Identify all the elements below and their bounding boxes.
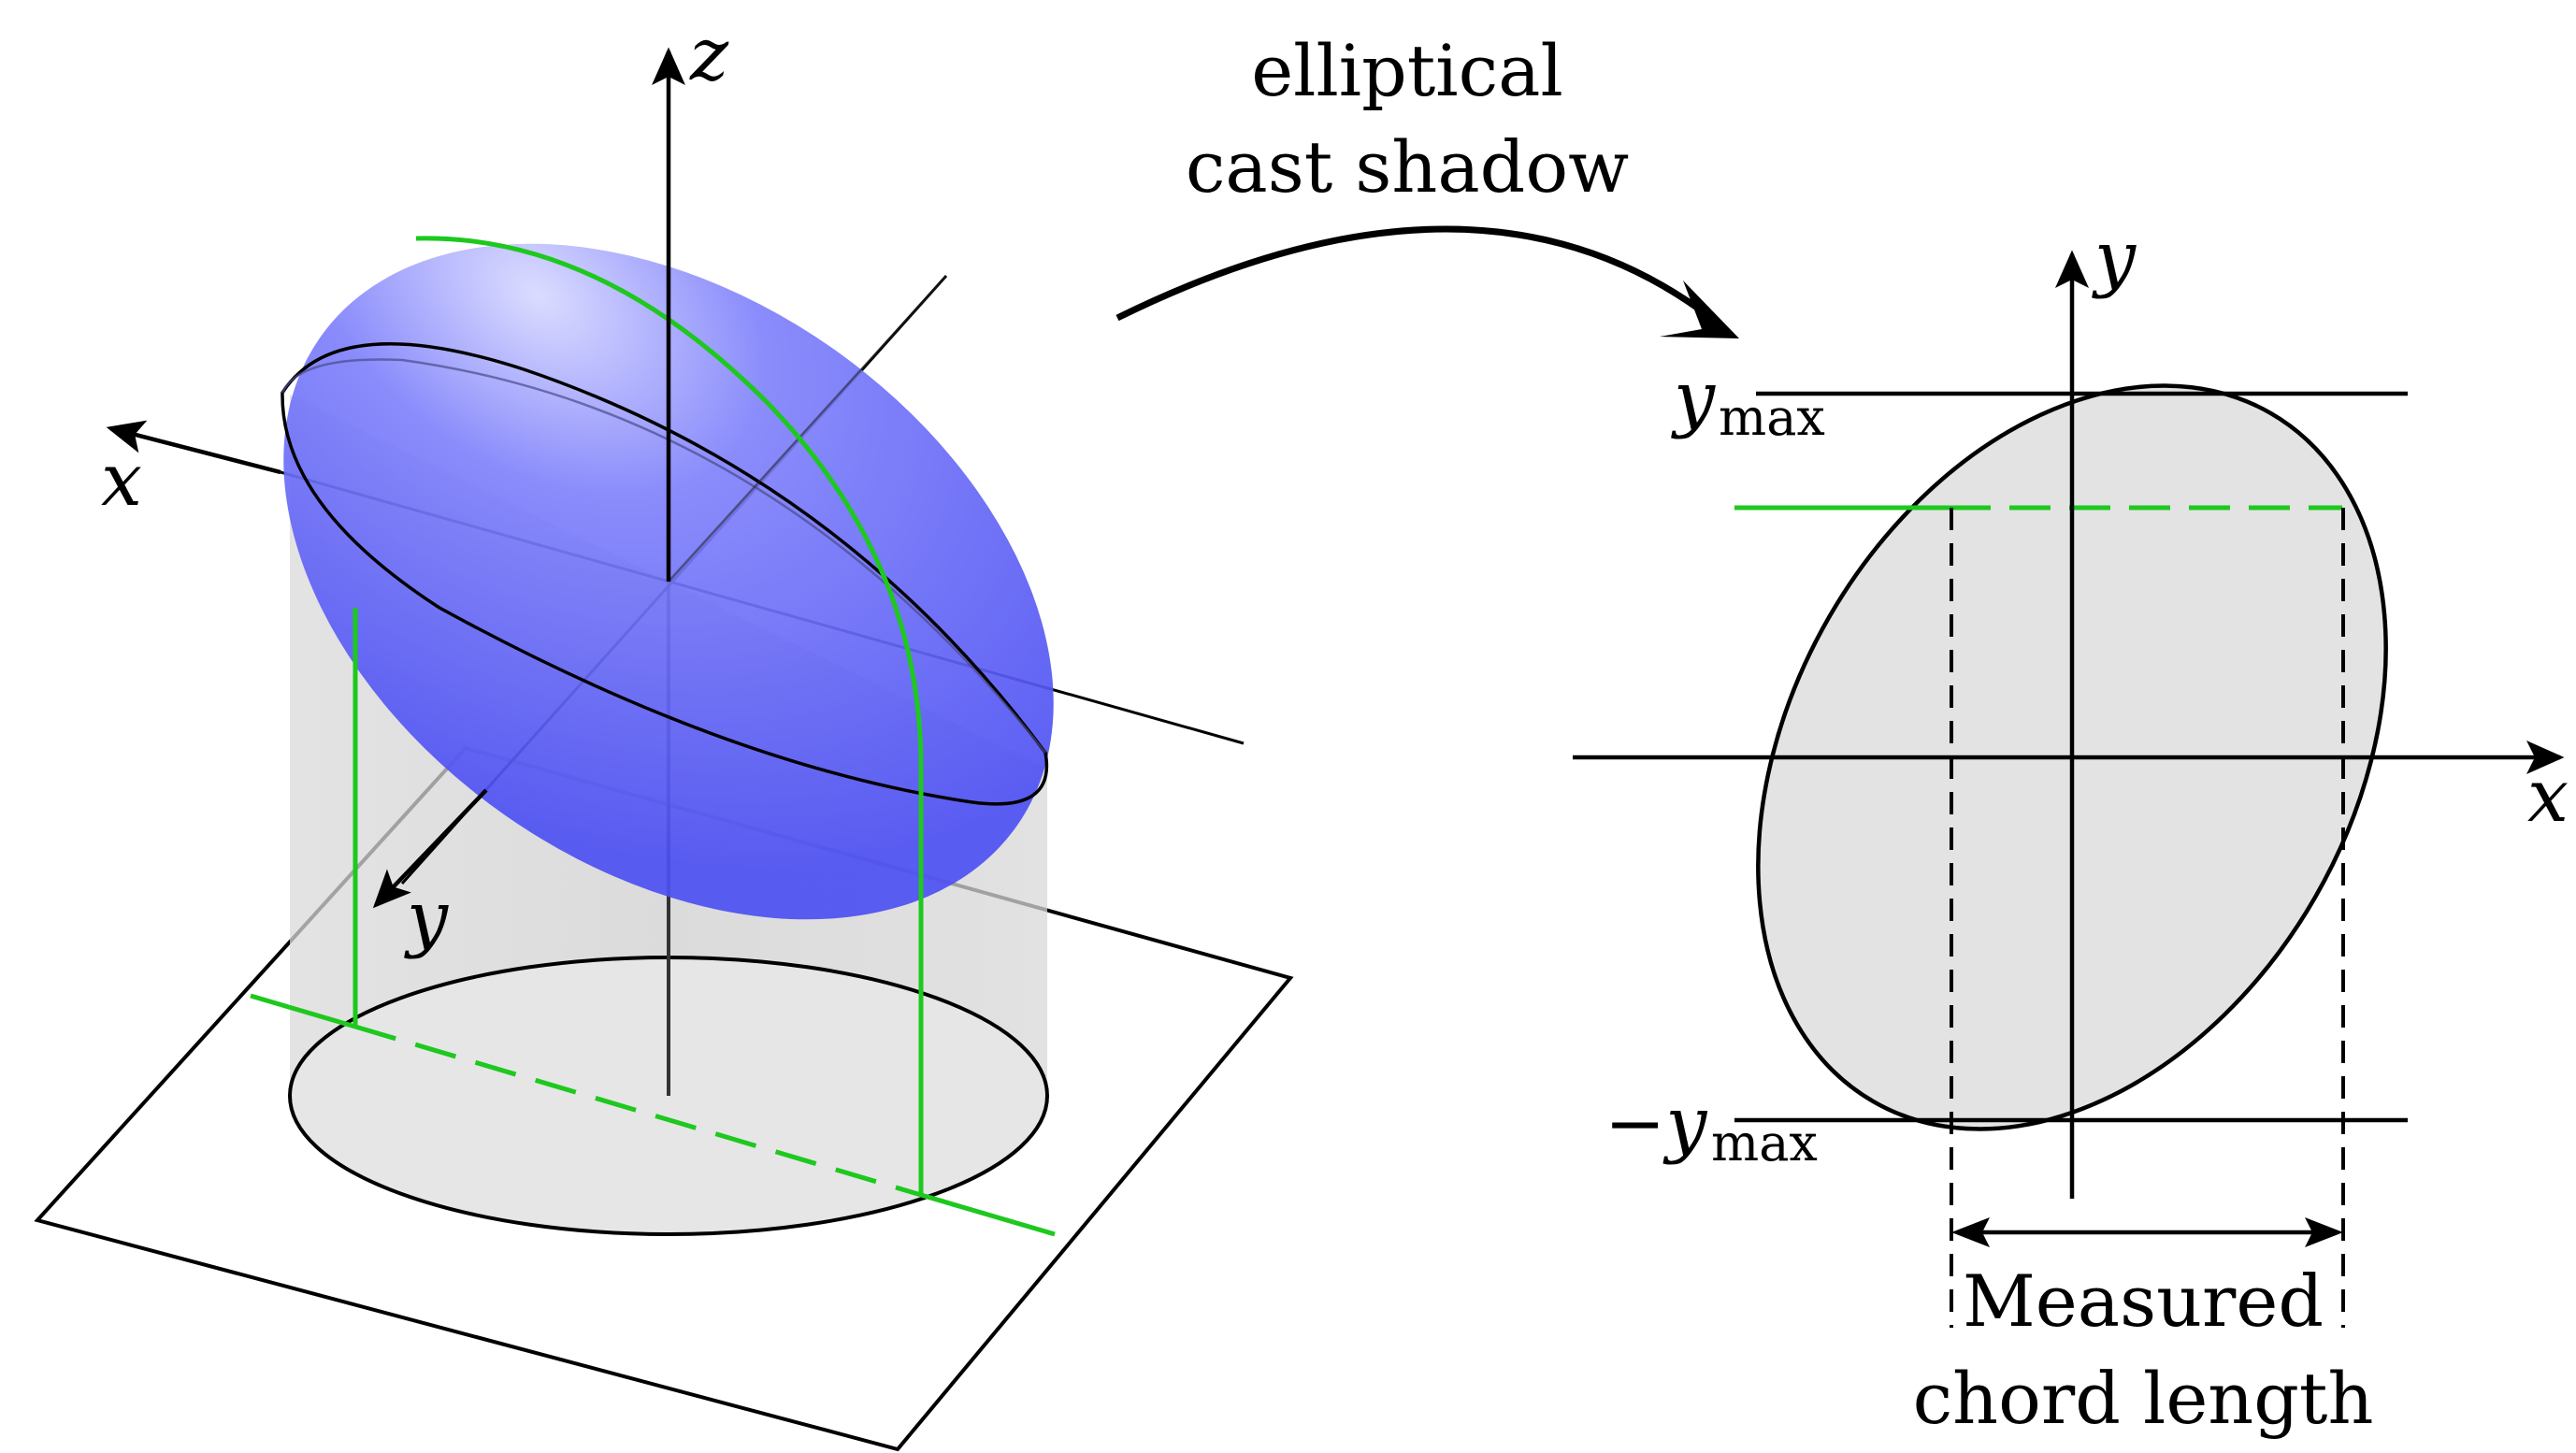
left-3d-panel: z x y [34,13,1294,1452]
annotation-line-1: elliptical [1251,29,1563,112]
green-dashed-chord [354,1024,922,1198]
chord-caption-line-1: Measured [1963,1259,2324,1343]
chord-arrow-right-head [2305,1217,2343,1247]
neg-ymax-label: −y [1605,1082,1707,1166]
green-line-right-end [920,1192,1056,1237]
y-axis-label: y [404,876,449,960]
curved-arrow [1115,225,1714,322]
cast-shadow-annotation: elliptical cast shadow [1115,29,1739,338]
neg-ymax-subscript: max [1711,1114,1818,1172]
green-cut-curve [353,236,924,1195]
x-axis-label: x [101,439,142,523]
green-line-left-end [250,993,356,1029]
ymax-label: y [1671,356,1716,440]
y-axis-arrow [372,788,488,909]
y-axis-label-2d: y [2092,216,2137,300]
right-2d-panel: y x y max −y max Measured chord length [1573,216,2569,1440]
x-axis-arrow [106,420,281,475]
curved-arrow-head [1660,281,1739,338]
chord-arrow-left-head [1951,1217,1990,1247]
ymax-subscript: max [1719,388,1825,447]
annotation-line-2: cast shadow [1186,125,1629,209]
ellipsoid-equator [281,342,1049,806]
z-axis-label: z [689,13,729,97]
x-axis-label-2d: x [2527,755,2569,839]
chord-caption-line-2: chord length [1913,1357,2374,1440]
